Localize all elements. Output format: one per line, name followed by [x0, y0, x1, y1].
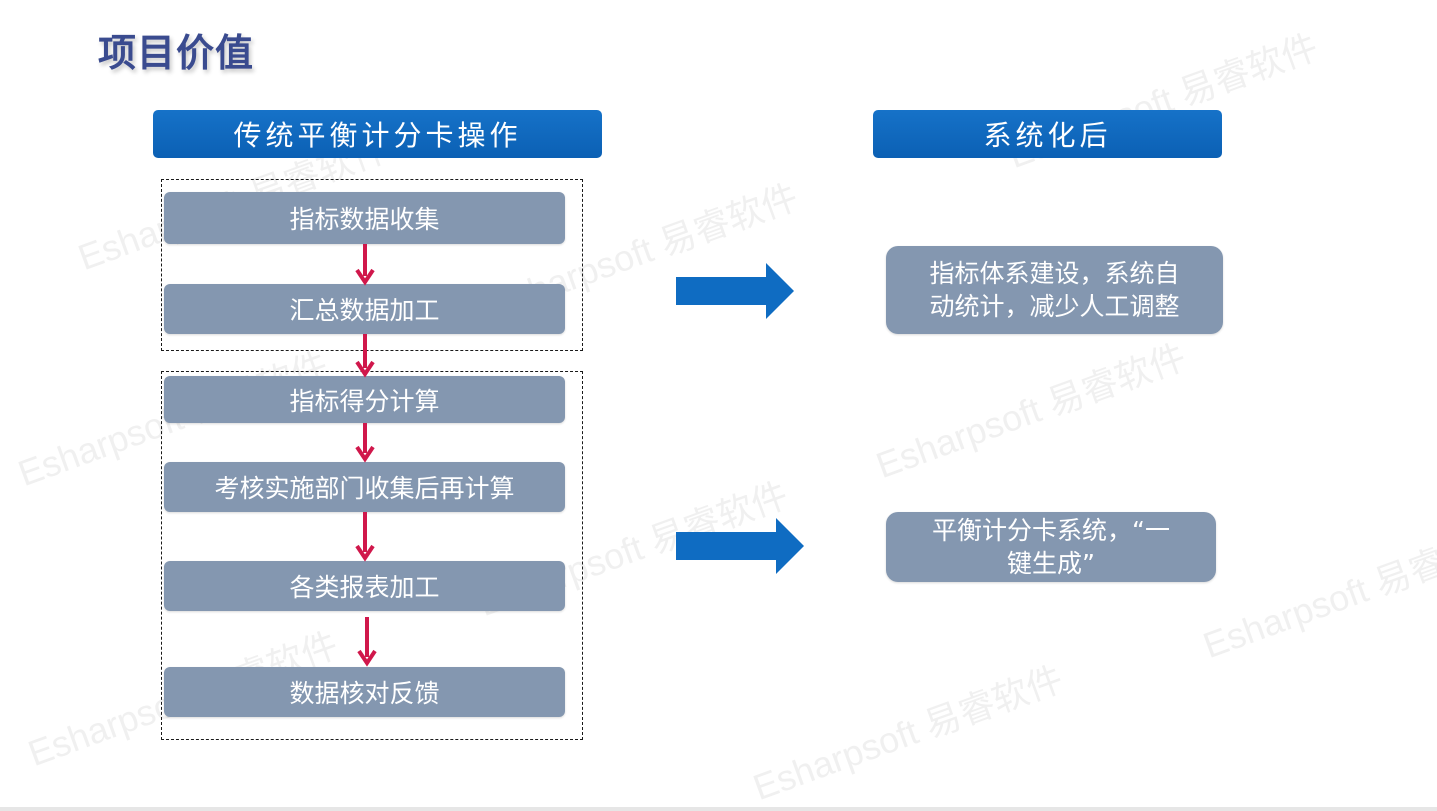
right-arrow-icon [676, 263, 794, 319]
step-data-verification: 数据核对反馈 [164, 667, 565, 717]
group-box-collection [161, 179, 583, 351]
down-arrow-icon [355, 334, 375, 378]
step-report-processing: 各类报表加工 [164, 561, 565, 611]
watermark: Esharpsoft 易睿软件 [870, 335, 1192, 487]
traditional-header: 传统平衡计分卡操作 [153, 110, 602, 158]
step-score-calculation: 指标得分计算 [164, 376, 565, 423]
down-arrow-icon [355, 512, 375, 562]
step-aggregate-data: 汇总数据加工 [164, 284, 565, 334]
watermark: Esharpsoft 易睿软件 [1197, 515, 1437, 667]
result-line: 指标体系建设，系统自 [929, 259, 1180, 288]
step-department-recalculate: 考核实施部门收集后再计算 [164, 462, 565, 512]
down-arrow-icon [355, 423, 375, 463]
down-arrow-icon [355, 244, 375, 286]
result-line: 动统计，减少人工调整 [929, 292, 1180, 321]
down-arrow-icon [357, 617, 377, 667]
bottom-divider [0, 807, 1437, 811]
result-one-click-generate: 平衡计分卡系统，“一 键生成” [886, 512, 1216, 582]
right-arrow-icon [676, 518, 804, 574]
result-line: 键生成” [1007, 549, 1095, 578]
watermark: Esharpsoft 易睿软件 [747, 657, 1069, 809]
systemized-header: 系统化后 [873, 110, 1222, 158]
group-box-processing [161, 371, 583, 740]
result-line: 平衡计分卡系统，“一 [932, 516, 1170, 545]
result-system-auto-statistics: 指标体系建设，系统自 动统计，减少人工调整 [886, 246, 1223, 334]
step-collect-indicator-data: 指标数据收集 [164, 192, 565, 244]
page-title: 项目价值 [98, 31, 255, 75]
